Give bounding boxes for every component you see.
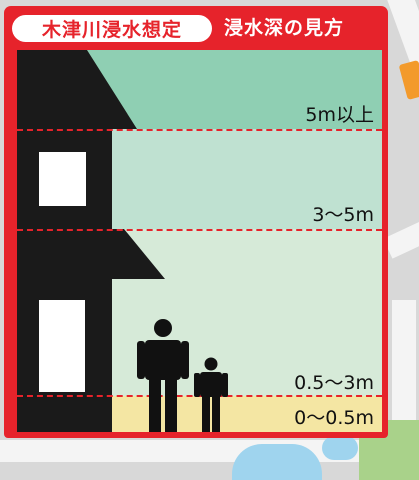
- depth-line-3m: [17, 229, 382, 231]
- label-over-5m: 5m以上: [305, 104, 374, 126]
- label-0-5-to-3m: 0.5～3m: [294, 372, 374, 394]
- label-3-to-5m: 3～5m: [312, 204, 374, 226]
- legend-header: 木津川浸水想定 浸水深の見方: [4, 6, 388, 50]
- adult-person-icon: [137, 319, 189, 432]
- map-water: [322, 436, 358, 460]
- legend-title: 木津川浸水想定: [12, 15, 212, 42]
- map-water: [232, 444, 322, 480]
- map-marker: [398, 60, 419, 100]
- depth-line-5m: [17, 129, 382, 131]
- child-person-icon: [194, 357, 228, 432]
- depth-diagram: 5m以上 3～5m 0.5～3m 0～0.5m: [17, 50, 382, 432]
- map-road: [383, 213, 419, 259]
- legend-subtitle: 浸水深の見方: [224, 17, 345, 39]
- house-icon: [17, 50, 165, 432]
- label-0-to-0-5m: 0～0.5m: [294, 407, 374, 429]
- inundation-depth-legend: 5m以上 3～5m 0.5～3m 0～0.5m: [4, 50, 388, 438]
